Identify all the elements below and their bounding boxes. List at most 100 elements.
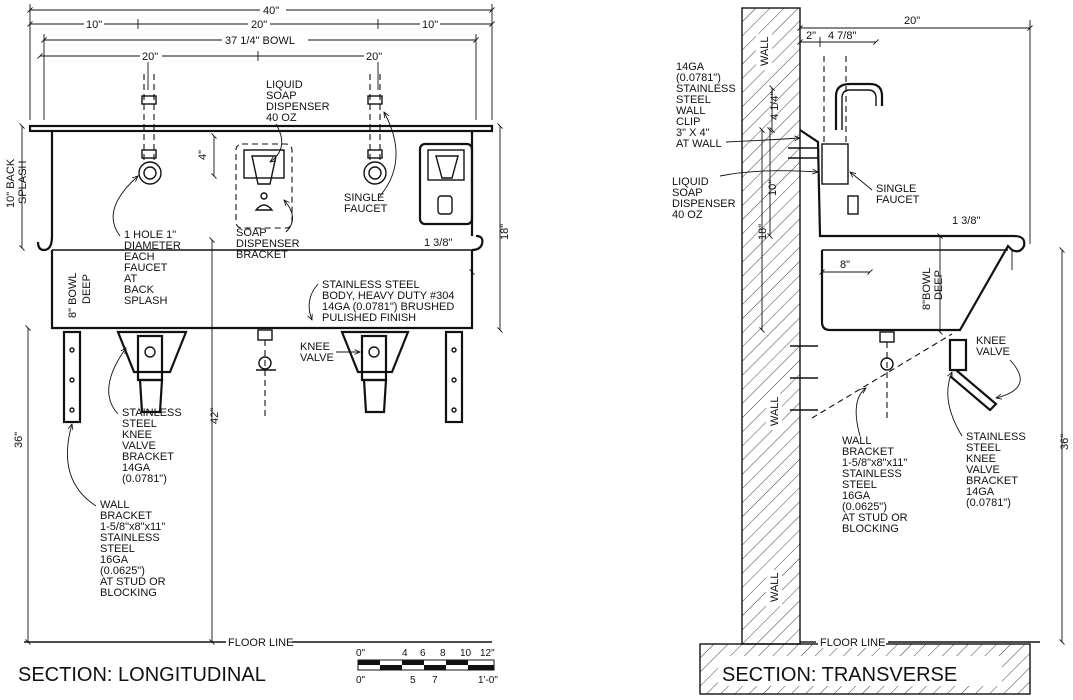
svg-text:16GA: 16GA — [842, 490, 871, 502]
svg-text:CLIP: CLIP — [676, 116, 700, 128]
svg-text:SOAP: SOAP — [266, 90, 297, 102]
dim-faucet-left: 20" — [142, 51, 158, 63]
svg-text:DIAMETER: DIAMETER — [124, 240, 181, 252]
svg-text:STEEL: STEEL — [676, 94, 711, 106]
svg-text:40 OZ: 40 OZ — [672, 209, 703, 221]
dim-18: 18" — [499, 224, 511, 240]
svg-text:AT STUD OR: AT STUD OR — [842, 512, 908, 524]
svg-text:STAINLESS: STAINLESS — [966, 431, 1026, 443]
svg-text:BRACKET: BRACKET — [966, 475, 1018, 487]
back-splash-label-2: SPLASH — [17, 161, 29, 204]
svg-text:14GA (0.0781") BRUSHED: 14GA (0.0781") BRUSHED — [322, 301, 454, 313]
note-knee-bracket-t: STAINLESS STEEL KNEE VALVE BRACKET 14GA … — [966, 431, 1026, 509]
note-soap-dispenser: LIQUID SOAP DISPENSER 40 OZ — [266, 79, 330, 124]
svg-text:FAUCET: FAUCET — [876, 194, 920, 206]
wall-label-2: WALL — [769, 396, 781, 426]
svg-text:(0.0625"): (0.0625") — [842, 501, 887, 513]
svg-text:FAUCET: FAUCET — [344, 203, 388, 215]
svg-text:BRACKET: BRACKET — [842, 446, 894, 458]
dim-42: 42" — [209, 408, 221, 424]
dim-4: 4" — [197, 150, 209, 160]
bowl-deep-label-2: DEEP — [81, 274, 93, 304]
wall-bracket-left — [62, 330, 82, 424]
svg-text:KNEE: KNEE — [122, 429, 152, 441]
dim-18-t: 18" — [757, 224, 769, 240]
dim-left-10: 10" — [86, 19, 102, 31]
svg-text:(0.0781"): (0.0781") — [676, 72, 721, 84]
svg-text:BRACKET: BRACKET — [122, 451, 174, 463]
note-body: STAINLESS STEEL BODY, HEAVY DUTY #304 14… — [322, 279, 454, 324]
faucet-left — [138, 74, 162, 185]
svg-text:STEEL: STEEL — [842, 479, 877, 491]
svg-text:WALL: WALL — [676, 105, 706, 117]
svg-text:LIQUID: LIQUID — [672, 176, 709, 188]
svg-text:16GA: 16GA — [100, 554, 129, 566]
svg-text:1-5/8"x8"x11": 1-5/8"x8"x11" — [100, 521, 165, 533]
svg-text:DISPENSER: DISPENSER — [672, 198, 736, 210]
scale-top-12: 12" — [480, 648, 495, 659]
longitudinal-notes: LIQUID SOAP DISPENSER 40 OZ 1 HOLE 1" DI… — [66, 79, 454, 599]
scale-top-10: 10 — [460, 648, 472, 659]
svg-text:STEEL: STEEL — [966, 442, 1001, 454]
svg-text:STEEL: STEEL — [122, 418, 157, 430]
dim-faucet-right: 20" — [366, 51, 382, 63]
svg-text:VALVE: VALVE — [122, 440, 156, 452]
svg-text:VALVE: VALVE — [966, 464, 1000, 476]
wall-label-1: WALL — [759, 36, 771, 66]
title-longitudinal: SECTION: LONGITUDINAL — [18, 664, 266, 686]
wall-bolts — [788, 147, 818, 411]
title-transverse: SECTION: TRANSVERSE — [722, 664, 957, 686]
dim-overall: 40" — [263, 5, 279, 17]
svg-text:STAINLESS: STAINLESS — [842, 468, 902, 480]
drain-transverse — [879, 331, 895, 420]
svg-text:LIQUID: LIQUID — [266, 79, 303, 91]
sink-body — [28, 124, 494, 330]
bowl-deep-t-2: DEEP — [933, 270, 945, 300]
svg-text:40 OZ: 40 OZ — [266, 112, 297, 124]
svg-text:AT WALL: AT WALL — [676, 138, 722, 150]
svg-text:STAINLESS STEEL: STAINLESS STEEL — [322, 279, 420, 291]
dim-1-3-8: 1 3/8" — [424, 237, 452, 249]
scale-bottom-1ft: 1'-0" — [478, 675, 498, 686]
soap-dispenser-bracket — [235, 143, 293, 229]
knee-valve-right — [340, 330, 410, 414]
svg-text:SOAP: SOAP — [672, 187, 703, 199]
note-faucet: SINGLE FAUCET — [344, 192, 388, 215]
dim-1-3-8-t: 1 3/8" — [952, 215, 980, 227]
note-wall-bracket-long: WALL BRACKET 1-5/8"x8"x11" STAINLESS STE… — [100, 499, 166, 599]
faucet-right — [363, 74, 387, 185]
svg-text:AT STUD OR: AT STUD OR — [100, 576, 166, 588]
svg-text:SINGLE: SINGLE — [344, 192, 384, 204]
scale-bottom-0: 0" — [356, 675, 366, 686]
svg-text:SINGLE: SINGLE — [876, 183, 916, 195]
svg-text:BRACKET: BRACKET — [236, 249, 288, 261]
svg-text:(0.0625"): (0.0625") — [100, 565, 145, 577]
back-splash-label-1: 10" BACK — [5, 158, 17, 208]
note-bracket: SOAP DISPENSER BRACKET — [236, 227, 300, 261]
svg-text:WALL: WALL — [842, 435, 872, 447]
note-soap-t: LIQUID SOAP DISPENSER 40 OZ — [672, 176, 736, 221]
dim-bowl: 37 1/4" BOWL — [225, 35, 295, 47]
svg-text:(0.0781"): (0.0781") — [966, 497, 1011, 509]
svg-text:SOAP: SOAP — [236, 227, 267, 239]
dim-4-1-4: 4 1/4" — [769, 92, 781, 120]
knee-valve-transverse — [811, 333, 998, 419]
longitudinal-section: 40" 10" 20" 10" 37 1/4" BOWL 20" 20" — [5, 2, 511, 649]
dim-4-7-8: 4 7/8" — [828, 30, 856, 42]
svg-text:STAINLESS: STAINLESS — [100, 532, 160, 544]
soap-dispenser — [418, 142, 474, 226]
svg-text:DISPENSER: DISPENSER — [236, 238, 300, 250]
svg-text:KNEE: KNEE — [976, 335, 1006, 347]
svg-text:(0.0781"): (0.0781") — [122, 473, 167, 485]
note-hole: 1 HOLE 1" DIAMETER EACH FAUCET AT BACK S… — [124, 229, 181, 307]
svg-text:PULISHED FINISH: PULISHED FINISH — [322, 312, 416, 324]
svg-text:BRACKET: BRACKET — [100, 510, 152, 522]
note-wall-bracket-t: WALL BRACKET 1-5/8"x8"x11" STAINLESS STE… — [842, 435, 908, 535]
svg-text:BACK: BACK — [124, 284, 155, 296]
note-knee-valve: KNEE VALVE — [300, 341, 334, 364]
scale-top-0: 0" — [356, 648, 366, 659]
scale-top-8: 8 — [440, 648, 446, 659]
wall-label-3: WALL — [769, 572, 781, 602]
svg-text:STEEL: STEEL — [100, 543, 135, 555]
